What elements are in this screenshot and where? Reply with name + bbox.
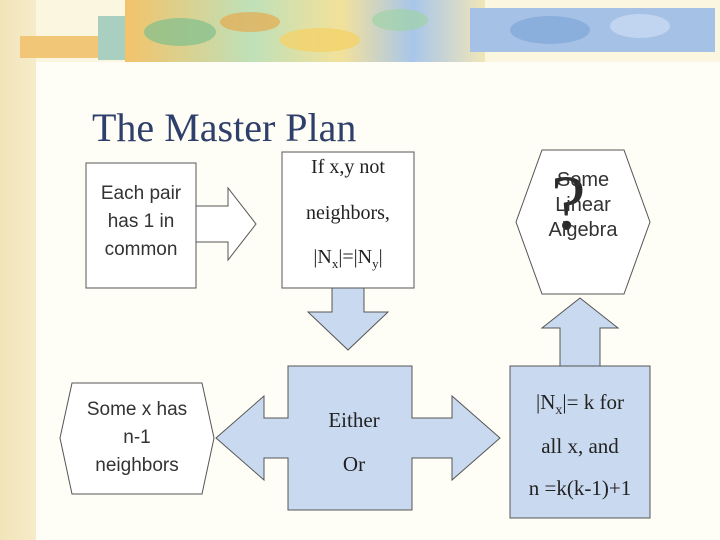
line: has 1 in bbox=[107, 211, 175, 232]
line: Algebra bbox=[548, 219, 618, 241]
line: all x, and bbox=[541, 434, 619, 458]
leaf-banner-image bbox=[20, 0, 715, 62]
box-pair-common-text: Each pair has 1 in common bbox=[86, 180, 196, 264]
arrow-right-top bbox=[195, 186, 257, 262]
subscript: y bbox=[372, 256, 379, 271]
slide-title: The Master Plan bbox=[92, 105, 357, 150]
arrow-up-right bbox=[540, 297, 620, 369]
line: Linear bbox=[555, 194, 611, 216]
line: If x,y not bbox=[311, 156, 385, 178]
text-part: |N bbox=[536, 390, 556, 414]
line: Each pair bbox=[100, 183, 182, 204]
left-decor-band bbox=[0, 0, 36, 540]
text-part: |=|N bbox=[338, 246, 373, 268]
nx-equals-k: |Nx|= k for bbox=[510, 390, 650, 434]
line: neighbors bbox=[95, 455, 179, 476]
box-if-not-neighbors-text: If x,y not neighbors, |Nx|=|Ny| bbox=[282, 156, 414, 272]
line: common bbox=[104, 239, 178, 260]
text-part: |= k for bbox=[562, 390, 624, 414]
box-if-not-neighbors bbox=[281, 151, 415, 289]
subscript: x bbox=[331, 256, 339, 271]
hexagon-some-x bbox=[59, 382, 215, 495]
double-arrow-either-or bbox=[215, 365, 501, 511]
some-x-text: Some x has n-1 neighbors bbox=[60, 396, 214, 480]
either-or-text: Either Or bbox=[288, 408, 420, 477]
line: neighbors, bbox=[306, 202, 390, 224]
text-part: |N bbox=[313, 246, 332, 268]
line: Some bbox=[556, 169, 610, 191]
line: n-1 bbox=[123, 427, 151, 448]
linear-algebra-text: Some Linear Algebra bbox=[516, 168, 650, 243]
box-k-for-all bbox=[509, 365, 651, 519]
box-pair-common bbox=[85, 162, 197, 289]
line: n =k(k-1)+1 bbox=[528, 476, 632, 500]
text-part: | bbox=[378, 246, 383, 268]
line: Some x has bbox=[86, 399, 188, 420]
line: Or bbox=[342, 452, 366, 476]
question-mark: ? bbox=[551, 159, 586, 246]
hexagon-linear-algebra bbox=[515, 149, 651, 295]
arrow-down-center bbox=[306, 287, 390, 351]
line: Either bbox=[328, 408, 380, 432]
subscript: x bbox=[555, 403, 563, 419]
nx-equals-ny: |Nx|=|Ny| bbox=[282, 246, 414, 272]
k-for-all-text: |Nx|= k for all x, and n =k(k-1)+1 bbox=[510, 390, 650, 501]
